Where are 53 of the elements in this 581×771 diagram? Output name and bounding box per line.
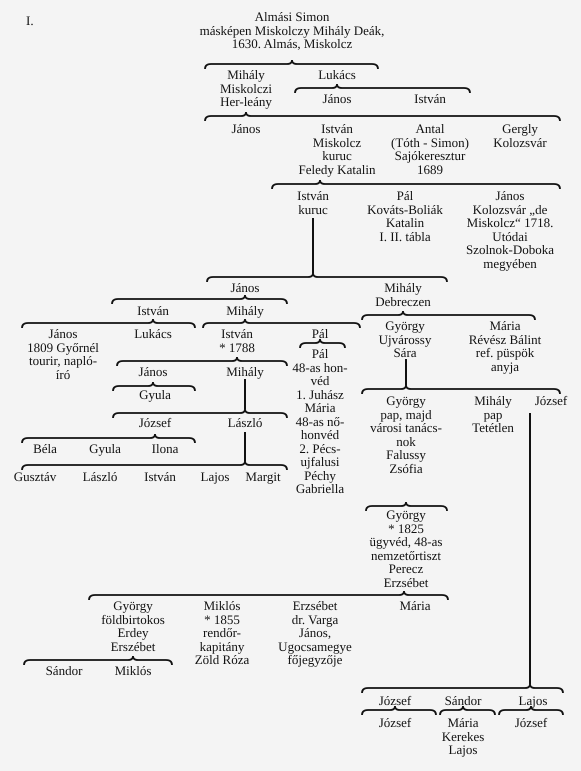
genealogy-entry: Miklós * 1855 rendőr-kapitány Zöld Róza bbox=[194, 599, 250, 666]
genealogy-entry: József bbox=[534, 394, 568, 408]
genealogy-entry: Sándor bbox=[444, 694, 482, 708]
genealogy-entry: György * 1825 ügyvéd, 48-as nemzetőrtiszt Perecz Erzsébet bbox=[370, 508, 442, 589]
genealogy-entry: János bbox=[322, 92, 352, 106]
genealogy-entry: Miklós bbox=[114, 664, 152, 678]
genealogy-entry: Mihály Debreczen bbox=[375, 281, 431, 308]
genealogy-entry: Ilona bbox=[152, 442, 178, 456]
genealogy-entry: István Miskolcz kuruc Feledy Katalin bbox=[298, 122, 376, 176]
genealogy-entry: István bbox=[414, 92, 446, 106]
genealogy-entry: Mihály Miskolczi Her-leány bbox=[220, 68, 272, 108]
genealogy-entry: Pál Kováts-Boliák Katalin I. II. tábla bbox=[367, 189, 443, 243]
genealogy-entry: Erzsébet dr. Varga János, Ugocsamegye főjegyzője bbox=[278, 599, 352, 666]
genealogy-entry: Mihály pap Tetétlen bbox=[472, 394, 514, 434]
genealogy-entry: Antal (Tóth - Simon) Sajókeresztur 1689 bbox=[391, 122, 469, 176]
genealogy-entry: Lukács bbox=[318, 68, 356, 82]
genealogy-entry: József bbox=[378, 716, 412, 730]
genealogy-entry: József bbox=[138, 416, 172, 430]
genealogy-entry: Pál 48-as hon-véd 1. Juhász Mária 48-as nő-honvéd 2. Pécs-ujfalusi Péchy Gabriella bbox=[292, 347, 348, 496]
genealogy-entry: György Ujvárossy Sára bbox=[378, 319, 432, 360]
genealogy-entry: József bbox=[378, 694, 412, 708]
genealogy-entry: Lajos bbox=[518, 694, 548, 708]
genealogy-entry: István kuruc bbox=[297, 189, 329, 216]
genealogy-entry: János bbox=[138, 365, 168, 378]
genealogy-entry: Margit bbox=[245, 470, 281, 484]
genealogy-entry: János 1809 Győrnél tourir, napló-író bbox=[27, 327, 99, 381]
genealogy-entry: György pap, majd városi tanács-nok Falussy Zsófia bbox=[370, 394, 442, 475]
genealogy-entry: Lukács bbox=[134, 327, 172, 340]
genealogy-entry: Lajos bbox=[200, 470, 230, 484]
genealogy-entry: János bbox=[230, 281, 260, 294]
genealogy-entry: Gusztáv bbox=[14, 470, 56, 484]
genealogy-entry: Pál bbox=[312, 327, 328, 340]
genealogy-entry: Mária Révész Bálint ref. püspök anyja bbox=[468, 319, 542, 373]
genealogy-entry: Gyula bbox=[139, 388, 171, 402]
genealogy-entry: István bbox=[144, 470, 176, 484]
genealogy-entry: József bbox=[514, 716, 548, 730]
genealogy-entry: Mihály bbox=[226, 365, 264, 378]
genealogy-entry: György földbirtokos Erdey Erszébet bbox=[101, 599, 165, 653]
genealogy-entry: István bbox=[137, 304, 169, 318]
genealogy-entry: János Kolozsvár „de Miskolcz“ 1718. Utódai Szolnok-Doboka megyében bbox=[466, 189, 554, 270]
genealogy-entry: János bbox=[232, 122, 260, 136]
genealogy-entry: István * 1788 bbox=[219, 327, 255, 354]
genealogy-entry: Mária Kerekes Lajos bbox=[442, 716, 484, 756]
genealogy-entry: Gyula bbox=[89, 442, 121, 456]
genealogy-entry: László bbox=[228, 416, 262, 430]
genealogy-entry: Gergly Kolozsvár bbox=[493, 122, 547, 149]
table-number: I. bbox=[26, 14, 34, 28]
genealogy-entry: Sándor bbox=[46, 664, 82, 678]
genealogy-entry: Béla bbox=[33, 442, 57, 456]
genealogy-entry: Mária bbox=[399, 599, 431, 612]
genealogy-entry: Almási Simon másképen Miskolczy Mihály Deák, 1630. Almás, Miskolcz bbox=[200, 10, 384, 50]
genealogy-entry: László bbox=[82, 470, 118, 484]
genealogy-entry: Mihály bbox=[226, 304, 264, 318]
